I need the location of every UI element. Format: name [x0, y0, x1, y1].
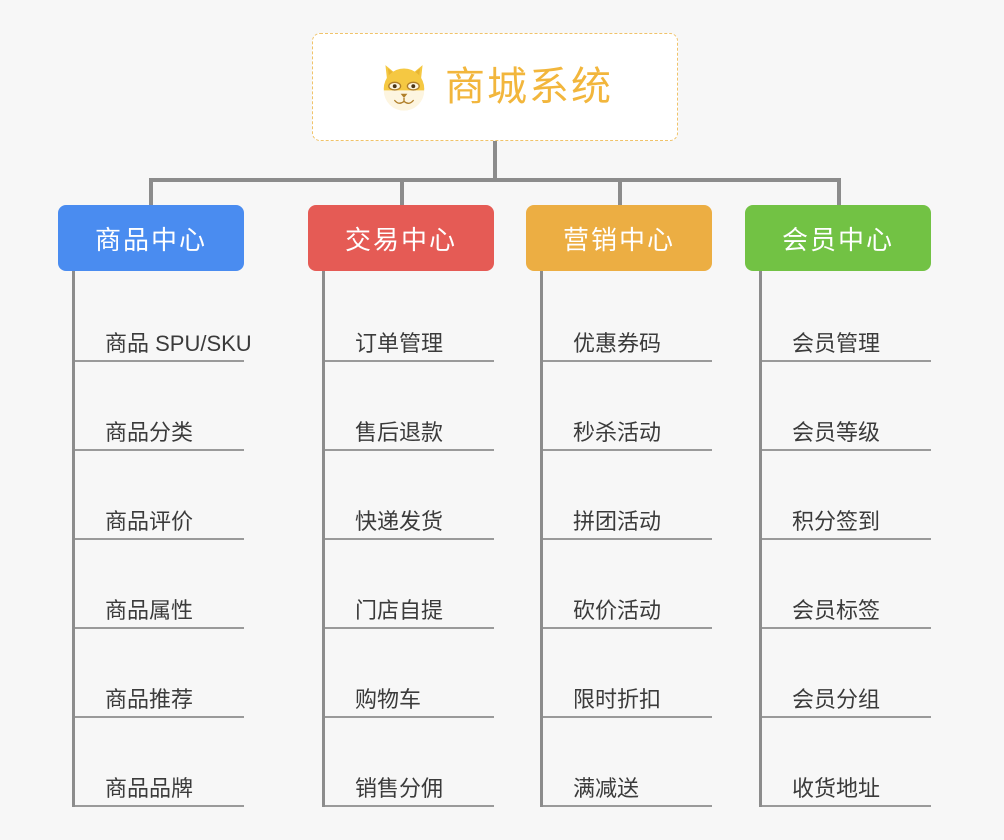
list-item[interactable]: 优惠券码	[543, 273, 712, 362]
list-item-label: 门店自提	[355, 597, 444, 623]
root-title: 商城系统	[445, 65, 613, 109]
branch-column-member: 会员中心 会员管理 会员等级 积分签到 会员标签 会员分组 收货地址	[745, 205, 965, 807]
branch-header-marketing[interactable]: 营销中心	[526, 205, 712, 271]
list-item[interactable]: 积分签到	[762, 451, 931, 540]
list-item-label: 商品推荐	[105, 686, 194, 712]
list-item-label: 商品评价	[105, 508, 194, 534]
shiba-dog-face-icon	[377, 60, 431, 114]
branch-header-label: 商品中心	[94, 224, 207, 255]
branch-header-member[interactable]: 会员中心	[745, 205, 931, 271]
branch-items-marketing: 优惠券码 秒杀活动 拼团活动 砍价活动 限时折扣 满减送	[540, 271, 712, 807]
list-item[interactable]: 砍价活动	[543, 540, 712, 629]
list-item-label: 销售分佣	[355, 775, 444, 801]
connector-drop-1	[149, 178, 153, 208]
list-item[interactable]: 商品分类	[75, 362, 244, 451]
list-item-label: 快递发货	[355, 508, 444, 534]
list-item-label: 订单管理	[355, 330, 444, 356]
branch-column-marketing: 营销中心 优惠券码 秒杀活动 拼团活动 砍价活动 限时折扣 满减送	[526, 205, 746, 807]
list-item-label: 商品品牌	[105, 775, 194, 801]
list-item-label: 会员等级	[792, 419, 881, 445]
list-item[interactable]: 订单管理	[325, 273, 494, 362]
root-node[interactable]: 商城系统	[312, 33, 678, 141]
list-item[interactable]: 门店自提	[325, 540, 494, 629]
list-item[interactable]: 商品 SPU/SKU	[75, 273, 252, 362]
list-item[interactable]: 会员等级	[762, 362, 931, 451]
list-item-label: 拼团活动	[573, 508, 662, 534]
connector-bus	[149, 178, 841, 182]
branch-items-product: 商品 SPU/SKU 商品分类 商品评价 商品属性 商品推荐 商品品牌	[72, 271, 252, 807]
list-item-label: 会员分组	[792, 686, 881, 712]
branch-header-label: 交易中心	[344, 224, 457, 255]
list-item-label: 会员管理	[792, 330, 881, 356]
list-item-label: 购物车	[355, 686, 422, 712]
list-item[interactable]: 销售分佣	[325, 718, 494, 807]
list-item[interactable]: 会员管理	[762, 273, 931, 362]
list-item-label: 限时折扣	[573, 686, 662, 712]
list-item[interactable]: 秒杀活动	[543, 362, 712, 451]
list-item[interactable]: 拼团活动	[543, 451, 712, 540]
list-item[interactable]: 商品属性	[75, 540, 244, 629]
branch-columns: 商品中心 商品 SPU/SKU 商品分类 商品评价 商品属性 商品推荐 商品品牌…	[0, 205, 1004, 840]
list-item[interactable]: 商品推荐	[75, 629, 244, 718]
list-item-label: 砍价活动	[573, 597, 662, 623]
branch-items-trade: 订单管理 售后退款 快递发货 门店自提 购物车 销售分佣	[322, 271, 494, 807]
list-item-label: 会员标签	[792, 597, 881, 623]
list-item[interactable]: 快递发货	[325, 451, 494, 540]
list-item-label: 优惠券码	[573, 330, 662, 356]
list-item-label: 收货地址	[792, 775, 881, 801]
list-item[interactable]: 售后退款	[325, 362, 494, 451]
list-item[interactable]: 收货地址	[762, 718, 931, 807]
branch-header-trade[interactable]: 交易中心	[308, 205, 494, 271]
branch-header-label: 营销中心	[562, 224, 675, 255]
list-item[interactable]: 会员标签	[762, 540, 931, 629]
branch-items-member: 会员管理 会员等级 积分签到 会员标签 会员分组 收货地址	[759, 271, 931, 807]
list-item[interactable]: 购物车	[325, 629, 494, 718]
branch-column-product: 商品中心 商品 SPU/SKU 商品分类 商品评价 商品属性 商品推荐 商品品牌	[58, 205, 278, 807]
list-item-label: 满减送	[573, 775, 640, 801]
connector-stem	[493, 141, 497, 181]
list-item[interactable]: 满减送	[543, 718, 712, 807]
list-item-label: 积分签到	[792, 508, 881, 534]
list-item-label: 秒杀活动	[573, 419, 662, 445]
list-item-label: 售后退款	[355, 419, 444, 445]
list-item-label: 商品属性	[105, 597, 194, 623]
list-item[interactable]: 会员分组	[762, 629, 931, 718]
list-item-label: 商品分类	[105, 419, 194, 445]
connector-drop-4	[837, 178, 841, 208]
list-item[interactable]: 限时折扣	[543, 629, 712, 718]
connector-drop-3	[618, 178, 622, 208]
list-item[interactable]: 商品评价	[75, 451, 244, 540]
branch-header-label: 会员中心	[781, 224, 894, 255]
list-item[interactable]: 商品品牌	[75, 718, 244, 807]
branch-column-trade: 交易中心 订单管理 售后退款 快递发货 门店自提 购物车 销售分佣	[308, 205, 528, 807]
list-item-label: 商品 SPU/SKU	[105, 330, 252, 356]
connector-drop-2	[400, 178, 404, 208]
branch-header-product[interactable]: 商品中心	[58, 205, 244, 271]
